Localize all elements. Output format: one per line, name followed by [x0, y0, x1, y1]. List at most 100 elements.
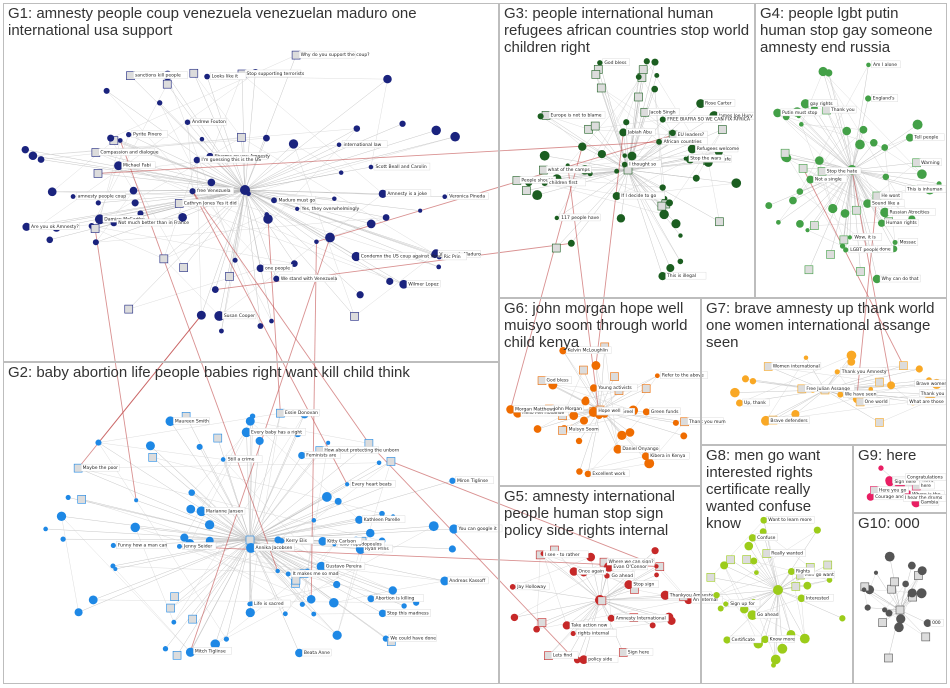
node-g2 — [176, 543, 182, 549]
node-label: Mitch Tiglinse — [195, 648, 226, 654]
node-label-box — [620, 445, 660, 453]
node-label-box — [728, 599, 761, 608]
edge-g8 — [730, 559, 779, 591]
edge-g2 — [226, 539, 251, 640]
edge-g1 — [95, 152, 404, 285]
node-g1 — [47, 187, 57, 197]
node-g1 — [232, 257, 238, 263]
node-g8 — [826, 577, 833, 583]
node-label-box — [824, 167, 862, 175]
node-g1 — [386, 277, 394, 285]
node-label-box — [447, 192, 489, 200]
node-g3 — [612, 191, 621, 201]
node-avatar-g1 — [350, 312, 359, 321]
edge-g3 — [616, 159, 691, 197]
node-label-box — [887, 208, 936, 216]
node-g6 — [559, 346, 567, 355]
edge-g1 — [38, 189, 246, 227]
node-g2 — [311, 518, 317, 523]
node-label: Veronica Pineda — [449, 194, 485, 200]
node-g2 — [326, 440, 331, 445]
node-label: Jacob Singh — [648, 109, 675, 115]
node-label-box — [80, 463, 120, 472]
node-g5 — [651, 547, 659, 555]
node-label: Brave defenders — [770, 418, 808, 424]
node-g8 — [773, 585, 783, 595]
node-g10 — [873, 570, 879, 575]
node-g1 — [114, 161, 123, 171]
node-g3 — [597, 149, 606, 159]
node-label: Ric Prin — [444, 254, 461, 260]
edge-g4 — [826, 109, 853, 171]
edge-g2 — [215, 573, 305, 645]
node-label: Rose Carter — [705, 101, 732, 107]
edge-g1 — [244, 189, 355, 317]
node-label-box — [884, 219, 919, 227]
edge-g1 — [244, 189, 335, 199]
node-label-box — [695, 144, 739, 153]
node-g2 — [379, 510, 385, 517]
node-g7 — [868, 386, 874, 392]
node-label-box — [919, 389, 947, 397]
node-label-box — [919, 481, 935, 490]
edge-g2 — [173, 539, 251, 623]
node-g4 — [799, 122, 804, 127]
edge-g2 — [249, 539, 361, 550]
node-label-box — [877, 245, 894, 253]
node-label-box — [385, 189, 432, 197]
edge-g8 — [752, 571, 792, 616]
edge-g4 — [851, 169, 868, 204]
node-label-box — [222, 311, 257, 320]
cross-group-edge — [94, 228, 137, 501]
node-g1 — [189, 188, 196, 195]
edge-g4 — [786, 116, 885, 148]
edge-g4 — [851, 64, 869, 171]
node-g6 — [625, 428, 635, 437]
edge-g2 — [249, 462, 380, 541]
node-g8 — [787, 567, 795, 576]
edge-g1 — [118, 165, 439, 268]
node-avatar-g1 — [159, 254, 169, 264]
node-label-box — [253, 543, 295, 552]
edge-g2 — [112, 539, 251, 567]
edge-g2 — [307, 520, 314, 572]
node-label-box — [576, 629, 617, 637]
node-g4 — [843, 247, 849, 253]
node-g1 — [418, 208, 423, 213]
edge-g2 — [249, 539, 300, 654]
node-avatar-g4 — [798, 164, 808, 173]
node-label-box — [98, 148, 156, 156]
edge-g3 — [556, 169, 629, 219]
node-g1 — [92, 239, 99, 246]
node-g6 — [576, 468, 583, 475]
edge-g2 — [61, 516, 191, 653]
edge-g2 — [249, 450, 320, 541]
node-g2 — [247, 601, 252, 607]
node-label-box — [626, 128, 656, 136]
node-label: Men go want — [805, 572, 834, 578]
node-g1 — [22, 222, 31, 231]
node-label-box — [226, 455, 263, 463]
node-label-box — [804, 594, 834, 602]
group-panel-g2: G2: baby abortion life people babies rig… — [3, 362, 499, 684]
node-g2 — [306, 594, 316, 604]
edge-g3 — [616, 169, 629, 197]
node-g10 — [917, 566, 927, 576]
edge-g5 — [599, 599, 624, 653]
node-label-box — [768, 416, 810, 424]
node-avatar-g6 — [641, 384, 651, 393]
node-label-box — [879, 274, 921, 283]
node-g9 — [878, 465, 884, 471]
node-g4 — [859, 125, 868, 134]
node-avatar-g1 — [124, 304, 134, 314]
node-g8 — [748, 534, 757, 542]
node-label-box — [133, 71, 188, 79]
node-label: James Joe Hury — [718, 113, 753, 119]
node-label: Sign here — [894, 479, 916, 485]
group-title-g2: G2: baby abortion life people babies rig… — [8, 364, 410, 381]
node-g2 — [95, 439, 102, 446]
node-label: Wow, it is — [854, 234, 876, 240]
node-avatar-g4 — [851, 205, 861, 215]
node-g5 — [649, 622, 656, 629]
node-avatar-g10 — [884, 653, 893, 663]
